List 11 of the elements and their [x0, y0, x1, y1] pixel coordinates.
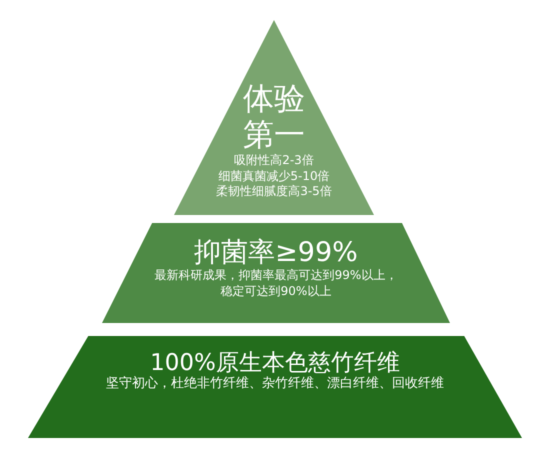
tier-description: 坚守初心，杜绝非竹纤维、杂竹纤维、漂白纤维、回收纤维 — [106, 376, 444, 394]
tier-heading: 抑菌率≥99% — [194, 237, 358, 268]
pyramid-tier — [102, 223, 450, 323]
pyramid-tier — [28, 336, 522, 438]
tier-heading: 体验第一 — [242, 82, 306, 154]
tier-description: 最新科研成果，抑菌率最高可达到99%以上，稳定可达到90%以上 — [154, 268, 398, 300]
pyramid-tier — [174, 20, 374, 215]
tier-description: 吸附性高2-3倍 — [234, 153, 314, 169]
tier-description: 细菌真菌减少5-10倍 — [218, 168, 330, 184]
tier-heading: 100%原生本色慈竹纤维 — [150, 350, 400, 376]
tier-description: 柔韧性细腻度高3-5倍 — [216, 184, 332, 200]
